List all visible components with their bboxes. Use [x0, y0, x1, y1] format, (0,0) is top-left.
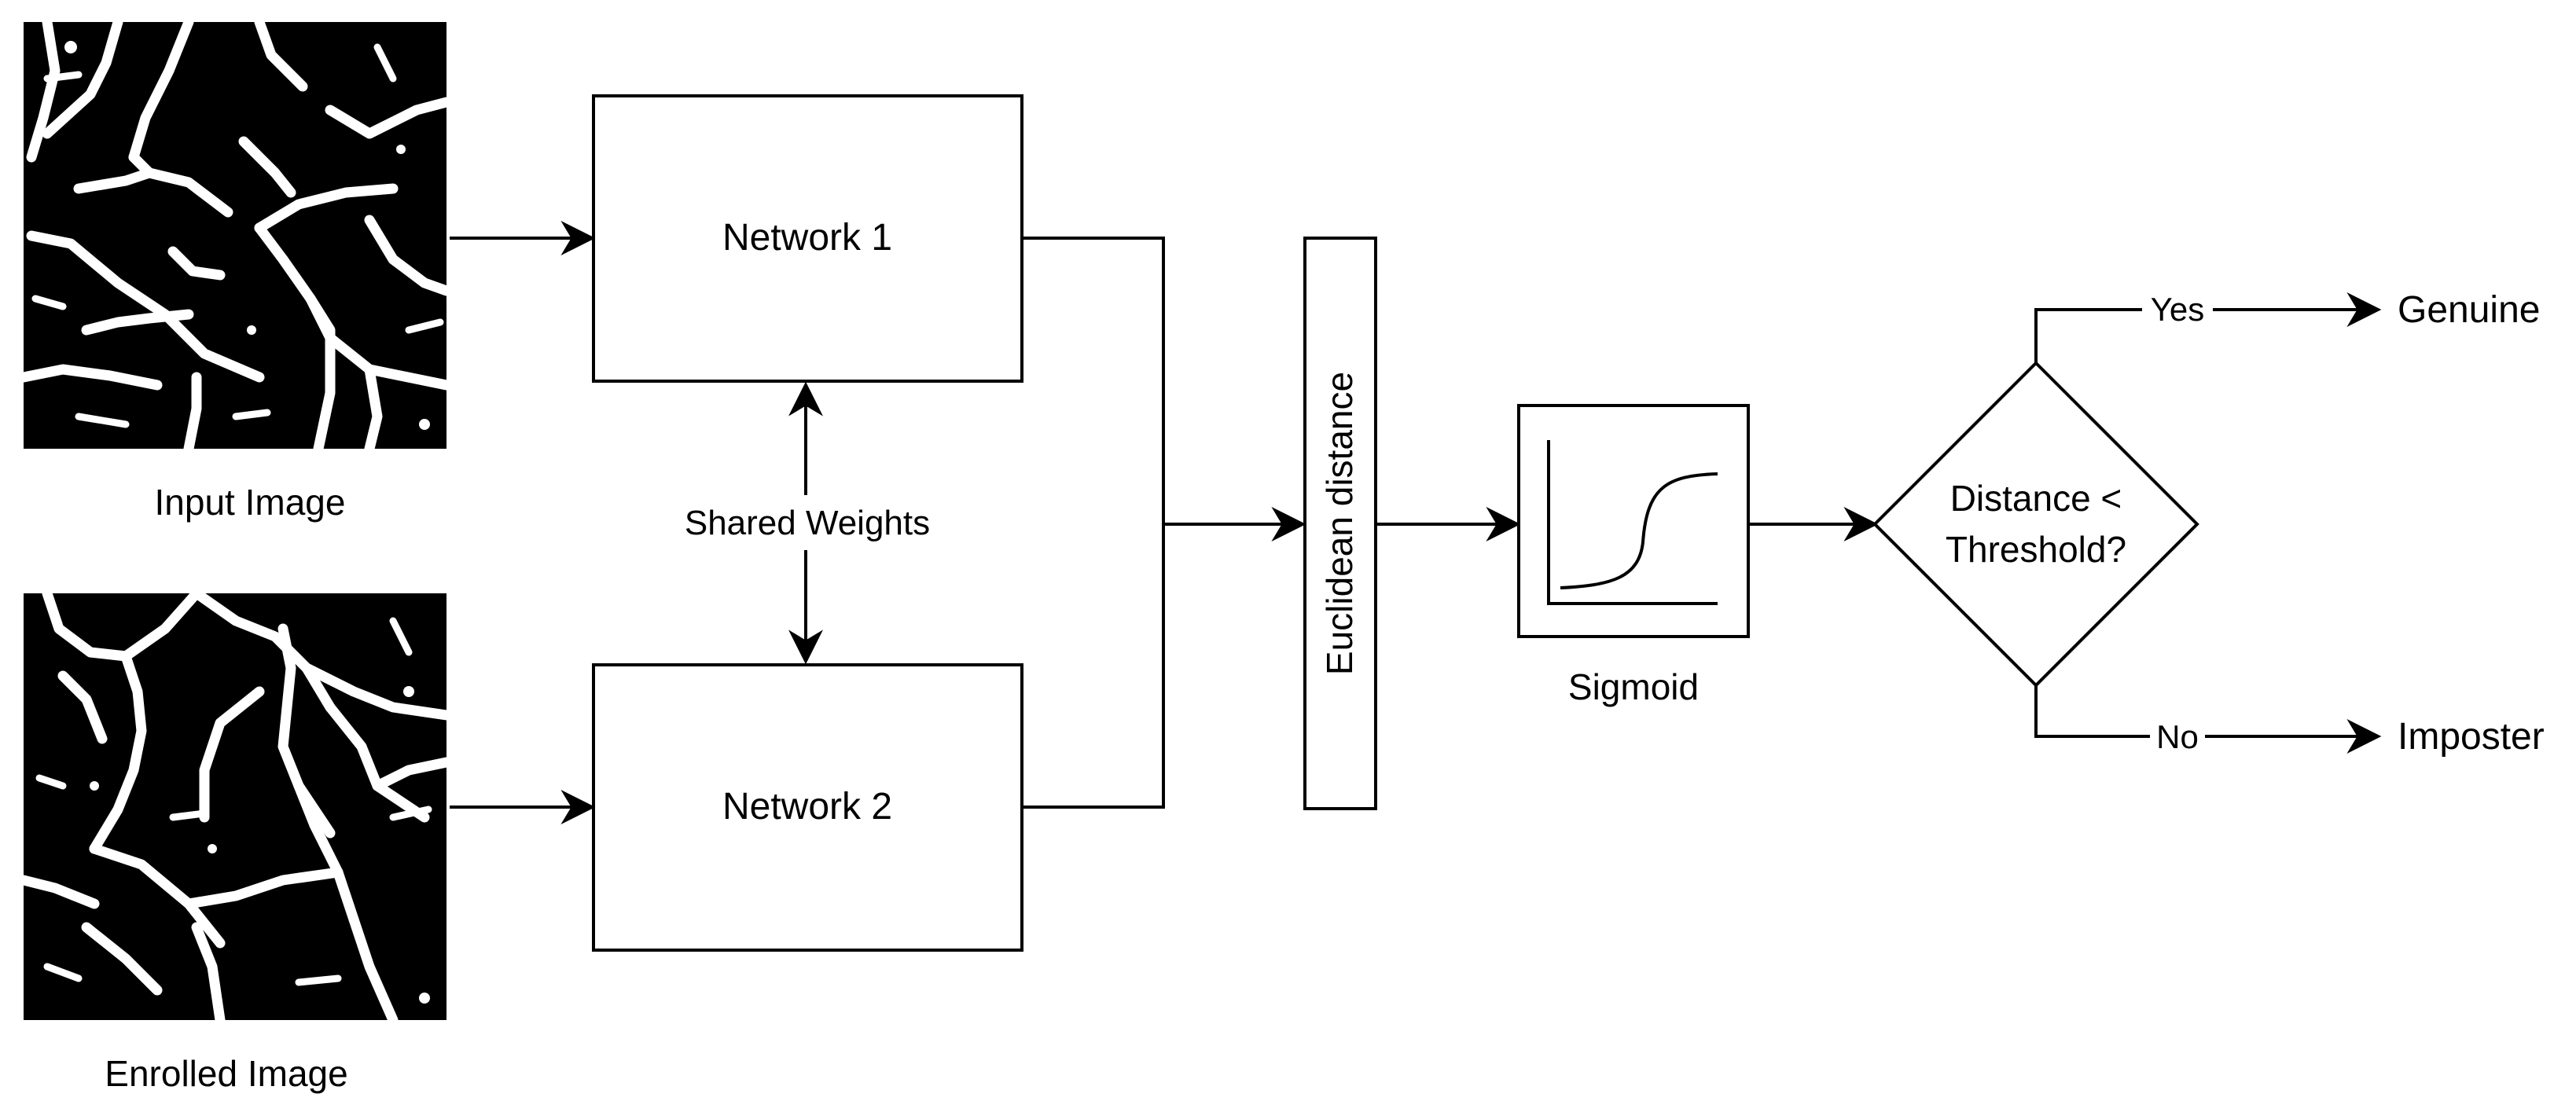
euclidean-distance-label: Euclidean distance — [1319, 372, 1360, 675]
genuine-label: Genuine — [2398, 289, 2540, 331]
network-2-box — [592, 663, 1023, 952]
yes-branch-line — [2034, 292, 2382, 363]
network-2-label: Network 2 — [722, 786, 892, 828]
sigmoid-curve-icon — [1547, 440, 1718, 605]
network-2-output-line — [1022, 524, 1165, 809]
input-image-caption: Input Image — [155, 482, 346, 523]
network-1-box — [592, 94, 1023, 383]
enrolled-vein-image — [18, 588, 452, 1026]
shared-weights-label: Shared Weights — [685, 504, 930, 542]
no-label: No — [2156, 718, 2199, 755]
network-1-label: Network 1 — [722, 217, 892, 259]
decision-diamond — [1872, 361, 2199, 688]
input-vein-image — [18, 17, 452, 454]
network-1-output-line — [1022, 237, 1165, 524]
decision-line-1: Distance < — [1950, 478, 2122, 519]
sigmoid-box — [1517, 404, 1750, 638]
enrolled-image-caption: Enrolled Image — [105, 1053, 347, 1094]
yes-label-bg — [2142, 288, 2213, 332]
no-branch-line — [2034, 685, 2382, 754]
imposter-label: Imposter — [2398, 716, 2545, 758]
sigmoid-label: Sigmoid — [1568, 666, 1699, 707]
shared-weights-label-bg — [660, 495, 955, 550]
decision-line-2: Threshold? — [1946, 529, 2126, 570]
yes-label: Yes — [2151, 291, 2205, 328]
euclidean-distance-box — [1303, 237, 1377, 810]
no-label-bg — [2150, 715, 2205, 759]
